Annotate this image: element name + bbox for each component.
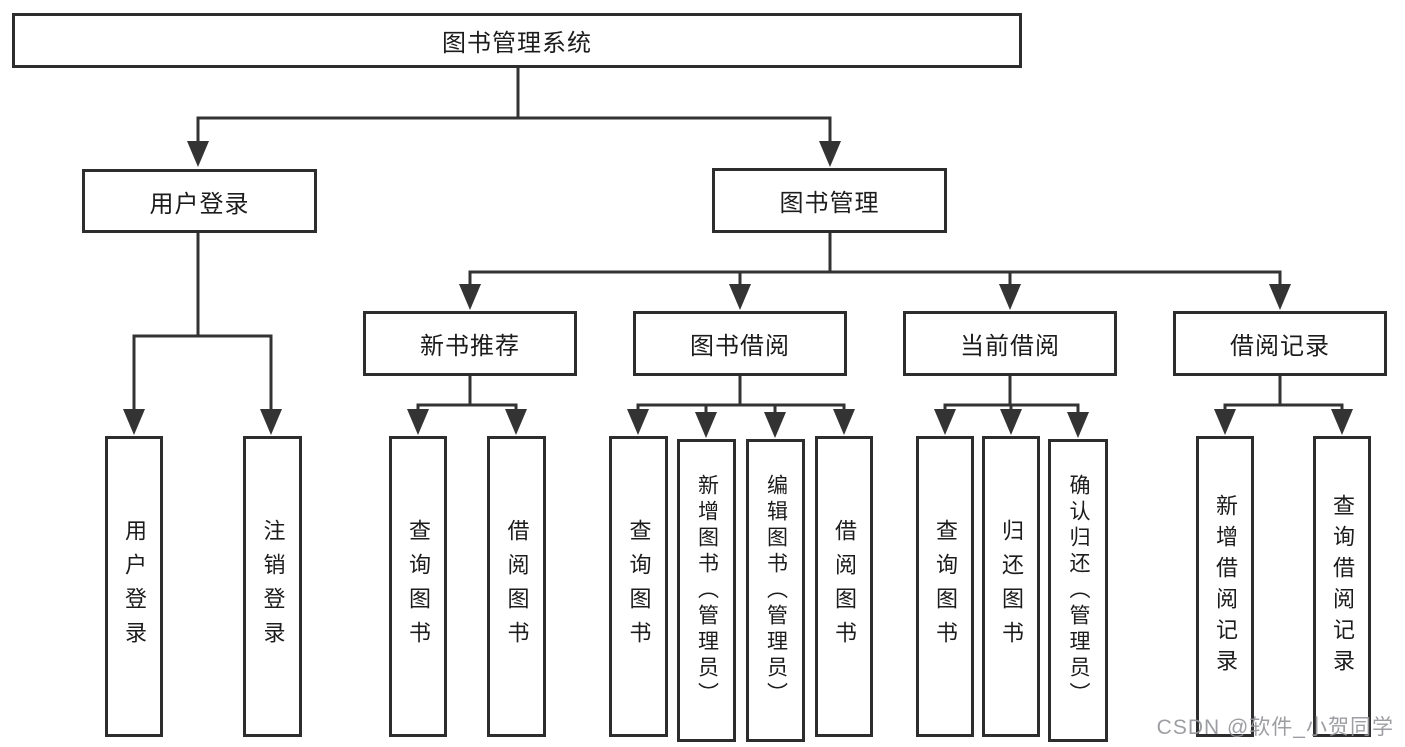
node-borrow-records: 借阅记录 (1173, 311, 1387, 376)
node-current-borrowing: 当前借阅 (903, 311, 1117, 376)
leaf-borrowing-borrow-books: 借阅图书 (815, 436, 873, 737)
connector-management-to-level3 (459, 231, 1291, 310)
leaf-recommend-borrow-books: 借阅图书 (487, 436, 546, 737)
leaf-recommend-query-books: 查询图书 (389, 436, 447, 737)
leaf-current-confirm-return-admin: 确认归还（管理员） (1048, 439, 1108, 742)
node-book-borrowing: 图书借阅 (633, 311, 847, 376)
node-library-management-system: 图书管理系统 (12, 13, 1022, 68)
connector-recommend-to-children (407, 374, 527, 435)
connector-current-to-children (934, 374, 1089, 438)
leaf-current-query-books: 查询图书 (916, 436, 974, 737)
connector-root-to-level2 (187, 64, 841, 167)
leaf-current-return-books: 归还图书 (982, 436, 1040, 737)
node-book-management: 图书管理 (712, 168, 947, 233)
leaf-borrowing-add-books-admin: 新增图书（管理员） (677, 439, 736, 742)
leaf-borrowing-query-books: 查询图书 (609, 436, 668, 737)
node-new-book-recommend: 新书推荐 (363, 311, 577, 376)
leaf-records-add-record: 新增借阅记录 (1196, 436, 1254, 737)
leaf-borrowing-edit-books-admin: 编辑图书（管理员） (746, 439, 805, 742)
node-user-login-group: 用户登录 (82, 169, 317, 233)
csdn-watermark: CSDN @软件_小贺同学 (1156, 716, 1394, 739)
connector-login-to-children (123, 231, 282, 435)
connector-records-to-children (1214, 374, 1353, 435)
leaf-records-query-record: 查询借阅记录 (1313, 436, 1371, 737)
connector-borrowing-to-children (627, 374, 855, 438)
leaf-logout: 注销登录 (243, 436, 302, 737)
leaf-user-login: 用户登录 (105, 436, 163, 737)
